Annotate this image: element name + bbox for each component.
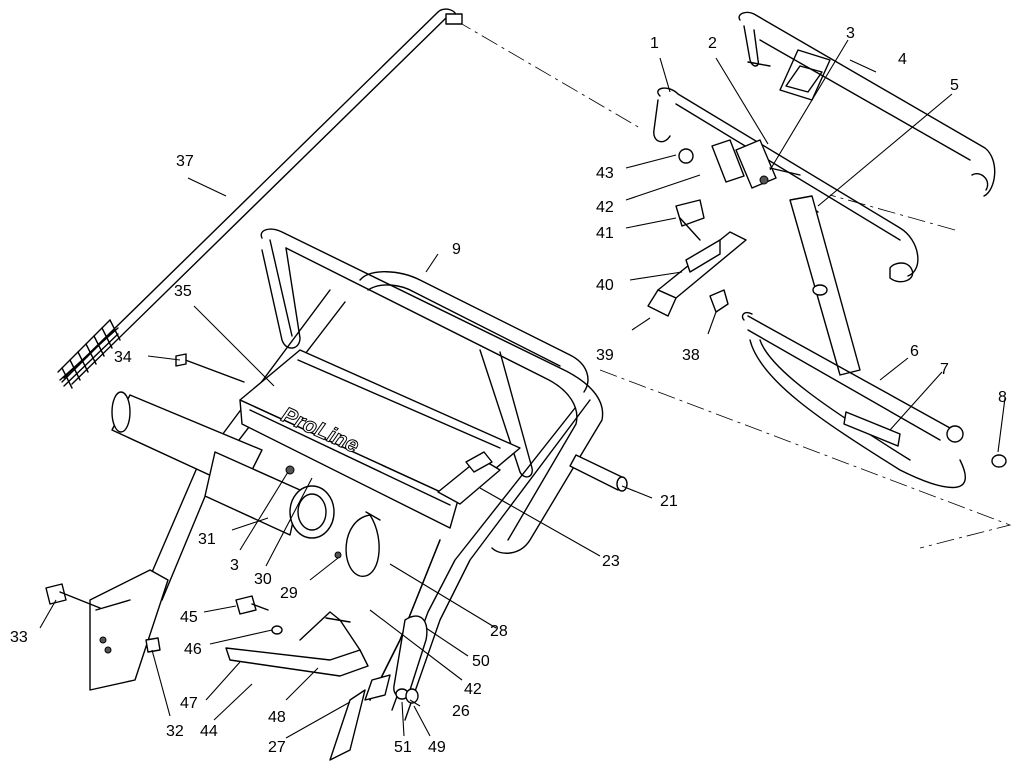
callout-4: 4 [898,51,907,68]
callout-49: 49 [428,739,446,756]
assembly-phantom-lines [454,19,1012,549]
hose-clamp-part [334,511,381,577]
upper-frame-assembly [653,11,996,283]
callout-32: 32 [166,723,184,740]
callout-1: 1 [650,35,659,52]
pin-part [569,454,628,492]
callout-8: 8 [998,389,1007,406]
leader-lines [39,39,1006,739]
callout-labels: 1 2 3 4 5 43 42 41 40 39 38 6 7 8 9 37 3… [10,25,1007,756]
callout-30: 30 [254,571,272,588]
lower-frame-assembly [647,195,1007,489]
callout-3-upper: 3 [846,25,855,42]
callout-26: 26 [452,703,470,720]
callout-34: 34 [114,349,132,366]
callout-38: 38 [682,347,700,364]
callout-6: 6 [910,343,919,360]
callout-23: 23 [602,553,620,570]
control-rod-part [57,8,463,389]
cable-part [369,539,441,701]
left-mount-bracket [45,569,169,691]
callout-27: 27 [268,739,286,756]
callout-39: 39 [596,347,614,364]
control-box-part: ProLine [239,349,521,529]
callout-48: 48 [268,709,286,726]
callout-3-lower: 3 [230,557,239,574]
callout-42-lower: 42 [464,681,482,698]
callout-45: 45 [180,609,198,626]
callout-35: 35 [174,283,192,300]
callout-5: 5 [950,77,959,94]
callout-2: 2 [708,35,717,52]
callout-33: 33 [10,629,28,646]
callout-9: 9 [452,241,461,258]
cylinder-bar [111,391,335,539]
callout-42-upper: 42 [596,199,614,216]
callout-47: 47 [180,695,198,712]
callout-7: 7 [940,361,949,378]
screw-part [175,353,245,383]
lever-assembly [225,595,419,761]
callout-51: 51 [394,739,412,756]
callout-21: 21 [660,493,678,510]
callout-29: 29 [280,585,298,602]
callout-46: 46 [184,641,202,658]
callout-50: 50 [472,653,490,670]
callout-40: 40 [596,277,614,294]
callout-44: 44 [200,723,218,740]
callout-28: 28 [490,623,508,640]
callout-41: 41 [596,225,614,242]
callout-31: 31 [198,531,216,548]
callout-43: 43 [596,165,614,182]
callout-37: 37 [176,153,194,170]
